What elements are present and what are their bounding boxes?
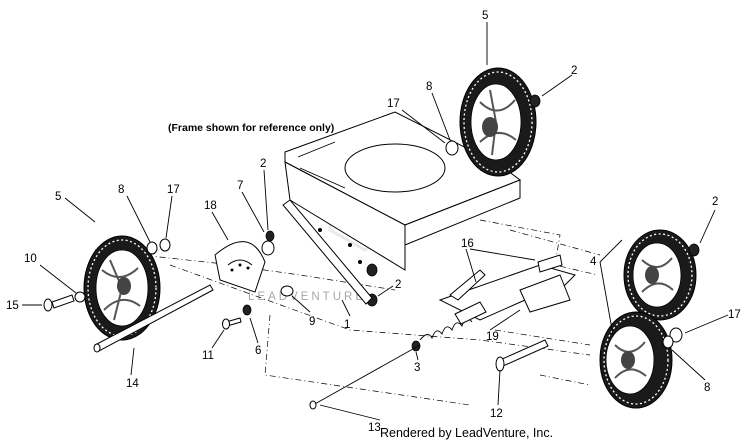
callout-1: 1 — [344, 319, 350, 331]
callout-17: 17 — [167, 184, 180, 196]
assembly-lines — [94, 219, 601, 406]
frame-deck — [284, 111, 522, 271]
callouts: 1 2 2 2 2 3 4 5 5 6 7 8 8 8 9 10 11 12 1… — [6, 10, 741, 434]
wheel-right-upper — [623, 229, 697, 321]
callout-5: 5 — [55, 191, 61, 203]
callout-8: 8 — [118, 184, 124, 196]
callout-17: 17 — [387, 98, 400, 110]
callout-2: 2 — [395, 279, 401, 291]
callout-3: 3 — [414, 362, 420, 374]
rear-bracket — [438, 254, 576, 325]
wheel-right-lower — [599, 311, 673, 409]
callout-15: 15 — [6, 300, 19, 312]
axle-front — [93, 284, 214, 353]
callout-8: 8 — [426, 81, 432, 93]
callout-2: 2 — [571, 65, 577, 77]
callout-2: 2 — [712, 196, 718, 208]
callout-7: 7 — [237, 180, 243, 192]
height-lever — [282, 199, 373, 305]
adjuster-plate — [214, 241, 266, 293]
bolt-15 — [43, 294, 75, 312]
callout-11: 11 — [202, 350, 214, 362]
callout-19: 19 — [486, 331, 499, 343]
leader-lines — [22, 22, 729, 421]
wheel-top-right — [459, 67, 537, 177]
callout-5: 5 — [482, 10, 488, 22]
callout-10: 10 — [24, 253, 37, 265]
callout-13: 13 — [368, 422, 381, 434]
wheel-left — [83, 235, 161, 341]
callout-16: 16 — [461, 238, 474, 250]
callout-18: 18 — [204, 200, 217, 212]
callout-17: 17 — [728, 309, 741, 321]
spring — [411, 318, 473, 352]
bolts — [222, 317, 549, 372]
frame-caption: (Frame shown for reference only) — [168, 122, 334, 134]
rod — [309, 344, 421, 410]
callout-4: 4 — [590, 256, 597, 268]
callout-6: 6 — [255, 345, 261, 357]
callout-12: 12 — [490, 408, 503, 420]
callout-14: 14 — [126, 378, 139, 390]
callout-9: 9 — [309, 316, 315, 328]
callout-8: 8 — [704, 382, 710, 394]
render-credit: Rendered by LeadVenture, Inc. — [380, 426, 553, 440]
callout-2: 2 — [260, 158, 266, 170]
watermark-text: LEADVENTURE — [248, 291, 366, 303]
